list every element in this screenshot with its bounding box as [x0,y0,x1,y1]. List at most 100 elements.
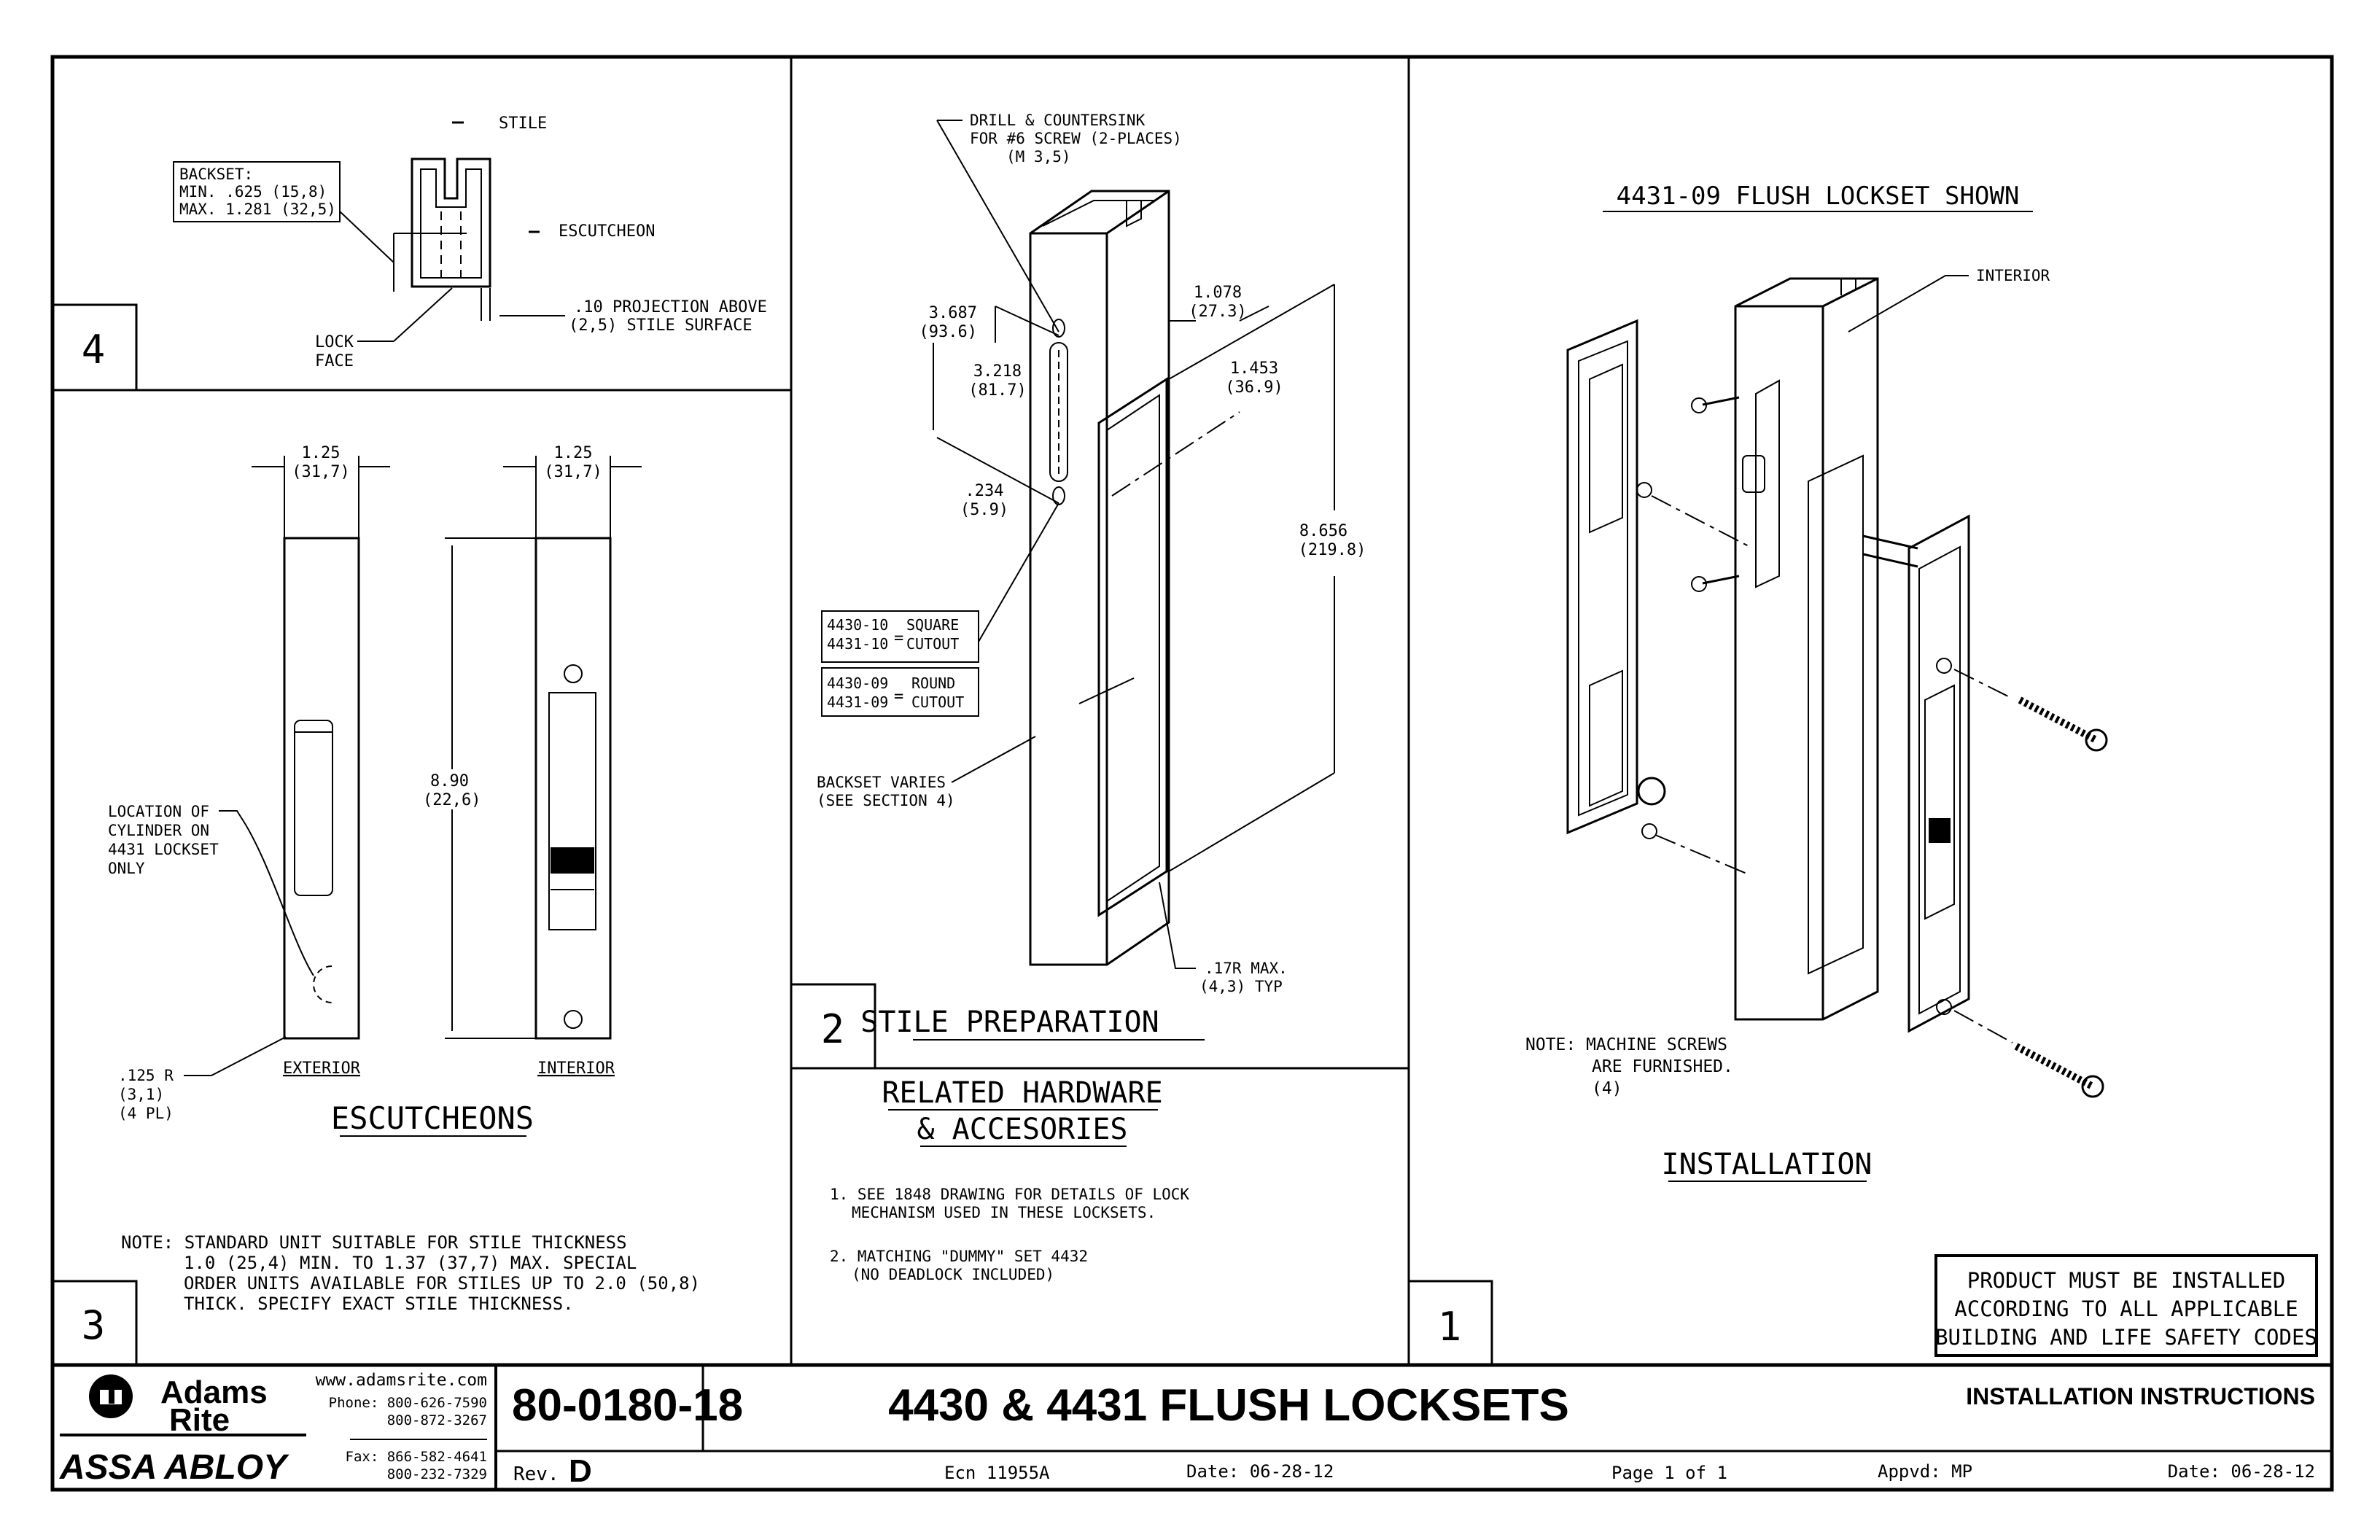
stile-iso [1029,190,1170,966]
dim-3687-metric: (93.6) [919,323,977,341]
dim-234: .234 [965,482,1004,500]
section-3: 3 1.25 (31,7) 1.25 (31,7) 8.90 (22,6) LO… [51,444,700,1366]
lockset-shown-title: 4431-09 FLUSH LOCKSET SHOWN [1617,182,2020,211]
int-width-dim: 1.25 [554,444,593,462]
related-hardware: RELATED HARDWARE & ACCESORIES 1. SEE 184… [830,1076,1189,1283]
radius-max-2: (4,3) TYP [1199,978,1283,995]
projection-label-1: .10 PROJECTION ABOVE [574,298,767,316]
dim-8656: 8.656 [1299,522,1348,540]
safety-warning-3: BUILDING AND LIFE SAFETY CODES [1935,1325,2317,1350]
screw-hole-bottom [1052,486,1065,505]
interior-escutcheon [534,537,612,1040]
cylinder-label-1: LOCATION OF [108,803,209,820]
section-1-number: 1 [1438,1304,1462,1350]
dim-3687: 3.687 [929,304,977,322]
date-2: Date: 06-28-12 [2168,1461,2315,1482]
section-3-number: 3 [82,1302,106,1348]
cylinder-slot [1049,342,1068,482]
radius-max-1: .17R MAX. [1205,960,1288,977]
exterior-escutcheon-iso [1566,319,1638,835]
exterior-pull-recess [294,720,333,896]
stile-label: STILE [499,114,547,133]
section-2: 2 3.687 (93.6) 3.218 (81.7) .234 (5.9) 1… [790,112,1366,1070]
section-4: 4 STILE BACKSET: MIN. .625 (15,8) MAX. 1… [51,114,767,392]
sheet-border [50,55,2334,1492]
dim-1078-metric: (27.3) [1189,303,1246,321]
drawing-number: 80-0180-18 [512,1380,743,1431]
installation-title: INSTALLATION [1662,1148,1872,1181]
rev-label: Rev. [513,1463,559,1485]
long-screw-bottom [2014,1043,2095,1090]
stile-cutout [1097,377,1168,917]
round-cutout-box [821,667,979,717]
phone-1: Phone: 800-626-7590 [329,1395,487,1411]
cylinder-location-circle [313,965,332,1003]
related-item-1b: MECHANISM USED IN THESE LOCKSETS. [852,1204,1156,1221]
date-1: Date: 06-28-12 [1186,1461,1334,1482]
title-block: Adams Rite ASSA ABLOY www.adamsrite.com … [59,1365,2332,1490]
related-item-2a: 2. MATCHING "DUMMY" SET 4432 [830,1248,1088,1265]
square-cutout-2: 4431-10 [827,635,888,653]
escutcheons-title: ESCUTCHEONS [331,1100,534,1136]
dim-1453: 1.453 [1230,359,1278,378]
stile-note-1: NOTE: STANDARD UNIT SUITABLE FOR STILE T… [121,1232,627,1253]
safety-warning-2: ACCORDING TO ALL APPLICABLE [1954,1296,2298,1321]
radius-label-2: (3,1) [118,1086,164,1103]
backset-varies-1: BACKSET VARIES [817,774,946,791]
dim-8656-metric: (219.8) [1299,541,1366,559]
drill-label-1: DRILL & COUNTERSINK [970,112,1146,129]
website: www.adamsrite.com [316,1371,487,1390]
interior-label: INTERIOR [537,1059,615,1078]
drill-label-2: FOR #6 SCREW (2-PLACES) [970,130,1182,147]
cylinder-label-4: ONLY [108,860,145,877]
brand-adams: Adams [160,1374,268,1410]
long-screw-top [2018,696,2099,744]
backset-max: MAX. 1.281 (32,5) [179,201,336,218]
backset-min: MIN. .625 (15,8) [179,183,327,201]
section-2-number: 2 [821,1006,845,1052]
ext-width-dim-metric: (31,7) [292,463,349,481]
related-title-1: RELATED HARDWARE [882,1076,1162,1110]
approved-by: Appvd: MP [1878,1461,1972,1482]
dim-1078: 1.078 [1194,284,1242,302]
drawing-title: 4430 & 4431 FLUSH LOCKSETS [888,1380,1569,1431]
stile-preparation-title: STILE PREPARATION [860,1006,1159,1039]
drill-label-3: (M 3,5) [1006,148,1071,166]
radius-label-1: .125 R [118,1067,174,1084]
int-width-dim-metric: (31,7) [544,463,602,481]
adams-rite-logo: Adams Rite ASSA ABLOY [59,1374,306,1487]
square-cutout-1: 4430-10 [827,616,888,634]
machine-screw-top [1691,397,1707,413]
cylinder-icon [1637,777,1666,806]
interior-screw-top [564,664,583,683]
ecn-number: Ecn 11955A [944,1463,1050,1483]
phone-2: 800-872-3267 [387,1412,487,1428]
exterior-label: EXTERIOR [283,1059,361,1078]
safety-warning-box [1934,1254,2318,1357]
interior-escutcheon-iso [1908,514,1970,1033]
backset-varies-2: (SEE SECTION 4) [817,792,955,809]
interior-thumbturn-icon [1929,818,1951,843]
exterior-escutcheon [283,537,360,1040]
dim-234-metric: (5.9) [960,501,1008,519]
radius-label-3: (4 PL) [118,1105,174,1122]
svg-text:=: = [894,688,903,706]
section-3-number-box [51,1280,138,1366]
screws-note-3: (4) [1592,1079,1622,1098]
brand-assa-abloy: ASSA ABLOY [59,1448,289,1487]
backset-box [173,161,341,222]
ext-width-dim: 1.25 [302,444,341,462]
square-cutout-3: SQUARE [906,616,959,634]
lock-body [1755,379,1780,588]
cylinder-label-2: CYLINDER ON [108,822,209,839]
escutcheon-label: ESCUTCHEON [559,222,655,241]
dim-3218: 3.218 [973,362,1022,381]
round-cutout-4: CUTOUT [911,693,964,711]
lock-face-label-1: LOCK [315,333,354,351]
dim-3218-metric: (81.7) [968,381,1026,400]
dim-1453-metric: (36.9) [1225,378,1283,397]
machine-screw-bottom [1691,576,1707,592]
cylinder-label-3: 4431 LOCKSET [108,841,219,858]
svg-text:=: = [894,629,903,648]
